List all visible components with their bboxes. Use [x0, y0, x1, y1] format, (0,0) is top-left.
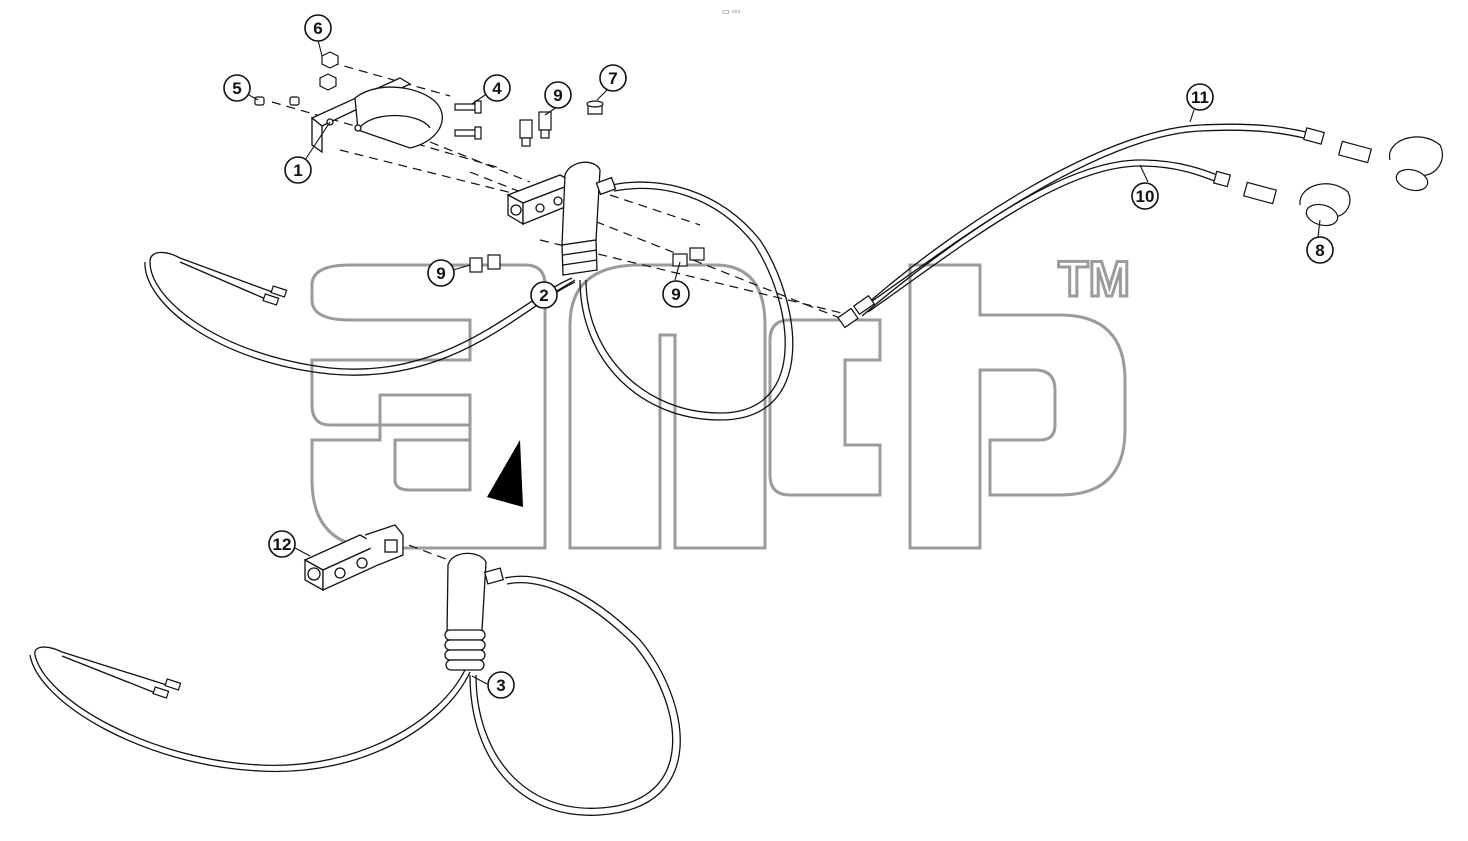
fittings — [469, 111, 705, 273]
header-mark: ▭ ▫▫▫ — [722, 7, 740, 16]
control-handle-lower — [444, 552, 505, 671]
svg-text:10: 10 — [1136, 187, 1155, 206]
svg-text:9: 9 — [553, 86, 562, 105]
fasteners — [254, 51, 604, 140]
callout-9-top: 9 — [544, 81, 572, 109]
callout-7: 7 — [599, 64, 627, 92]
callout-5: 5 — [223, 74, 251, 102]
callouts: 6 5 4 1 9 7 9 2 9 11 10 8 12 3 — [223, 14, 1334, 699]
mounting-bracket — [310, 77, 443, 154]
svg-text:1: 1 — [293, 161, 302, 180]
hoses-and-cables — [29, 123, 1311, 816]
svg-text:7: 7 — [608, 69, 617, 88]
watermark-logo: TM — [310, 250, 1132, 550]
callout-8: 8 — [1306, 236, 1334, 264]
triangle-mark — [487, 440, 523, 507]
svg-text:5: 5 — [232, 79, 241, 98]
callout-9-left: 9 — [427, 259, 455, 287]
callout-2: 2 — [530, 281, 558, 309]
valve-block-lower — [303, 524, 404, 592]
svg-text:6: 6 — [313, 19, 322, 38]
callout-10: 10 — [1131, 182, 1159, 210]
svg-text:4: 4 — [492, 79, 502, 98]
callout-4: 4 — [483, 74, 511, 102]
callout-11: 11 — [1186, 83, 1214, 111]
svg-text:11: 11 — [1191, 88, 1209, 107]
watermark-letter-a — [310, 263, 547, 550]
quick-couplers — [1212, 127, 1443, 227]
wire-connectors — [152, 285, 288, 699]
callout-12: 12 — [268, 530, 296, 558]
watermark-letter-b — [908, 263, 1127, 550]
callout-9-right: 9 — [662, 280, 690, 308]
svg-text:9: 9 — [436, 264, 445, 283]
svg-text:2: 2 — [539, 286, 548, 305]
valve-block-upper — [506, 174, 577, 226]
svg-text:3: 3 — [496, 676, 505, 695]
svg-text:8: 8 — [1315, 241, 1324, 260]
hose-elbow — [837, 294, 876, 329]
control-handle-upper — [561, 161, 617, 276]
callout-3: 3 — [487, 671, 515, 699]
svg-text:9: 9 — [671, 285, 680, 304]
watermark-tm: TM — [1058, 251, 1130, 307]
callout-1: 1 — [284, 156, 312, 184]
watermark-letter-m — [568, 263, 767, 550]
watermark-letter-c — [768, 318, 882, 497]
svg-text:12: 12 — [273, 535, 292, 554]
callout-6: 6 — [304, 14, 332, 42]
